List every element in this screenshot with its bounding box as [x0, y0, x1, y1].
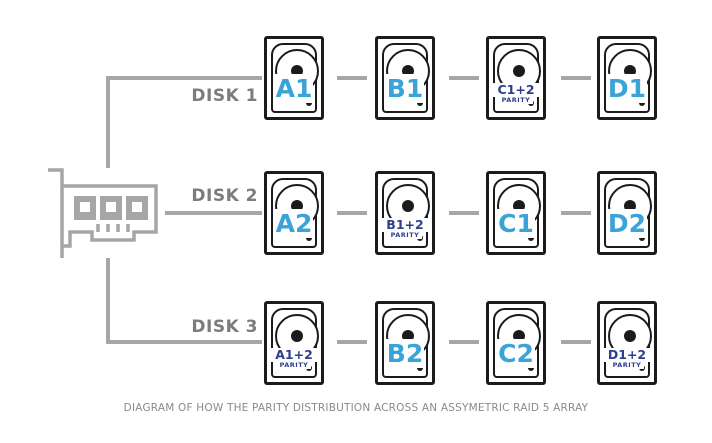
data-block-label: D1 — [600, 74, 654, 103]
drive-head-pivot — [528, 235, 534, 241]
hard-drive-icon: B1 — [375, 36, 435, 120]
drive-head-pivot — [417, 365, 423, 371]
drive-spindle — [624, 330, 636, 342]
disk-label-2: DISK 2 — [191, 186, 258, 206]
drive-head-pivot — [417, 100, 423, 106]
data-block-label: B1 — [378, 74, 432, 103]
data-block-label: C1 — [489, 209, 543, 238]
parity-tag: PARITY — [388, 231, 422, 239]
drive-spindle — [513, 65, 525, 77]
raid-controller-card-icon — [48, 168, 158, 258]
hard-drive-icon: C2 — [486, 301, 546, 385]
data-block-id: D1 — [606, 74, 648, 103]
drive-head-pivot — [639, 100, 645, 106]
hard-drive-icon: D1 — [597, 36, 657, 120]
data-block-label: C2 — [489, 339, 543, 368]
drive-links — [337, 76, 591, 344]
connector-disk1 — [106, 76, 262, 168]
parity-block-id: B1+2 — [382, 218, 428, 232]
diagram-caption: DIAGRAM OF HOW THE PARITY DISTRIBUTION A… — [123, 402, 589, 414]
data-block-label: D2 — [600, 209, 654, 238]
data-block-id: D2 — [606, 209, 648, 238]
parity-block-id: C1+2 — [493, 83, 539, 97]
connector-disk3 — [106, 258, 262, 344]
disk-label-1: DISK 1 — [191, 86, 258, 106]
data-block-id: C2 — [497, 339, 535, 368]
drive-head-pivot — [639, 235, 645, 241]
hard-drive-icon: A2 — [264, 171, 324, 255]
data-block-id: B2 — [385, 339, 425, 368]
parity-tag: PARITY — [277, 361, 311, 369]
data-block-label: B2 — [378, 339, 432, 368]
data-block-label: A1 — [267, 74, 321, 103]
drive-head-pivot — [306, 235, 312, 241]
parity-tag: PARITY — [610, 361, 644, 369]
drive-head-pivot — [306, 100, 312, 106]
parity-block-id: D1+2 — [604, 348, 650, 362]
hard-drive-icon: D2 — [597, 171, 657, 255]
disk-label-3: DISK 3 — [191, 317, 258, 337]
data-block-id: B1 — [385, 74, 425, 103]
drive-spindle — [291, 330, 303, 342]
data-block-id: A2 — [274, 209, 314, 238]
hard-drive-icon: B2 — [375, 301, 435, 385]
drive-spindle — [402, 200, 414, 212]
parity-block-id: A1+2 — [271, 348, 317, 362]
hard-drive-icon: A1 — [264, 36, 324, 120]
drive-head-pivot — [528, 365, 534, 371]
data-block-id: C1 — [497, 209, 535, 238]
data-block-label: A2 — [267, 209, 321, 238]
parity-tag: PARITY — [499, 96, 533, 104]
data-block-id: A1 — [274, 74, 314, 103]
hard-drive-icon: C1 — [486, 171, 546, 255]
